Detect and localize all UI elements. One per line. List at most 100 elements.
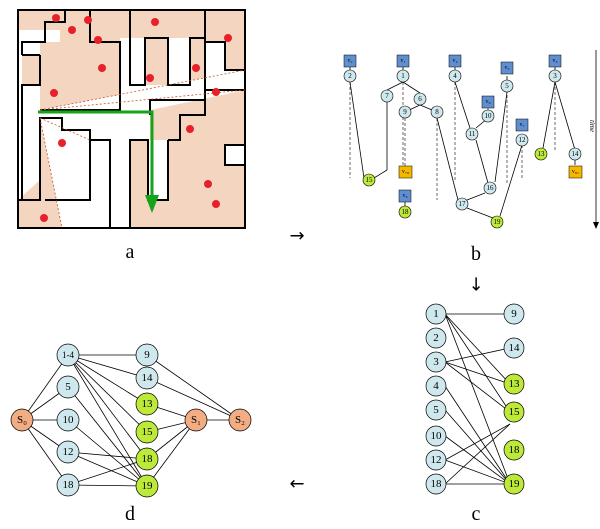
col1-node: 10 <box>56 408 80 432</box>
edge <box>67 451 148 487</box>
edge <box>67 354 148 460</box>
robot-square <box>500 61 514 75</box>
col2-node: 19 <box>135 474 159 498</box>
col2-node: 18 <box>135 447 159 471</box>
edge <box>444 385 511 485</box>
svg-text:S₁: S₁ <box>191 414 201 426</box>
col2-node: 14 <box>135 366 159 390</box>
arrow-a-to-b: → <box>289 226 304 247</box>
timeline-node: 11 <box>465 127 479 141</box>
col2-node: 13 <box>135 392 159 416</box>
left-node: 18 <box>425 473 447 495</box>
green-path <box>38 110 154 200</box>
edge <box>444 313 511 413</box>
svg-text:9: 9 <box>403 108 407 116</box>
left-node: 4 <box>425 375 447 397</box>
svg-text:4: 4 <box>433 380 439 392</box>
svg-text:11: 11 <box>469 130 476 138</box>
timeline-node: 5 <box>500 79 514 93</box>
solid-edges <box>349 62 576 219</box>
edge <box>21 419 69 486</box>
col1-node: 5 <box>56 375 80 399</box>
edge <box>146 354 241 421</box>
robot-label: v₁ <box>400 58 405 64</box>
timeline-node: 13 <box>534 147 548 161</box>
edge <box>67 354 148 379</box>
panel-c-edges <box>444 313 511 485</box>
target-dot <box>186 125 194 133</box>
edge <box>444 423 511 461</box>
edge <box>436 117 459 201</box>
svg-text:18: 18 <box>509 444 521 456</box>
edge <box>444 361 511 385</box>
panel-b-timeline: time v₂ v₁ v₄ v₅ v₃ v₆ v₇ v₈ <box>343 50 599 265</box>
svg-text:13: 13 <box>538 150 546 158</box>
dashed-lines <box>349 82 556 200</box>
yellow-label: v₇₈ <box>402 169 409 175</box>
left-node: 5 <box>425 399 447 421</box>
svg-text:10: 10 <box>431 430 443 442</box>
edge <box>146 377 241 421</box>
svg-text:1: 1 <box>401 72 405 80</box>
robot-squares: v₂ v₁ v₄ v₅ v₃ v₆ v₇ v₈ <box>343 54 562 203</box>
svg-text:2: 2 <box>348 72 352 80</box>
panel-a-label: a <box>126 241 135 263</box>
edge <box>444 313 511 485</box>
edge <box>402 81 421 94</box>
view-line-4 <box>39 117 91 141</box>
edge <box>475 139 489 184</box>
robot-square <box>343 54 357 68</box>
svg-text:9: 9 <box>144 349 150 361</box>
svg-text:12: 12 <box>431 454 442 466</box>
robot-label: v₇ <box>519 122 524 128</box>
edge <box>444 435 511 485</box>
edge <box>349 81 365 179</box>
col1-node: 12 <box>56 440 80 464</box>
timeline-node: 18 <box>398 205 412 219</box>
timeline-node: 14 <box>568 147 582 161</box>
robot-square <box>448 54 462 68</box>
target-dot <box>192 64 200 72</box>
col1-node: 18 <box>56 473 80 497</box>
svg-text:S₀: S₀ <box>17 414 27 426</box>
svg-text:15: 15 <box>509 406 521 418</box>
timeline-node: 6 <box>413 92 427 106</box>
robot-square <box>481 95 495 109</box>
left-node: 3 <box>425 351 447 373</box>
col2-node: 9 <box>135 343 159 367</box>
target-dot <box>58 139 66 147</box>
svg-text:19: 19 <box>142 480 154 492</box>
robot-label: v₆ <box>485 99 490 105</box>
robot-label: v₂ <box>347 58 352 64</box>
yellow-label: v₈₁ <box>572 169 579 175</box>
edge <box>494 91 508 183</box>
edge <box>444 361 511 413</box>
svg-text:14: 14 <box>142 372 154 384</box>
target-dot <box>151 18 159 26</box>
svg-text:8: 8 <box>435 108 439 116</box>
robot-label: v₅ <box>504 65 509 71</box>
timeline-node: 17 <box>455 197 469 211</box>
map-border <box>17 9 246 229</box>
svg-text:15: 15 <box>142 426 154 438</box>
svg-text:10: 10 <box>485 112 493 120</box>
svg-text:19: 19 <box>494 218 502 226</box>
timeline-node: 9 <box>398 105 412 119</box>
svg-text:14: 14 <box>572 150 580 158</box>
edge <box>67 451 148 460</box>
right-node: 14 <box>503 337 525 359</box>
robot-square <box>396 54 410 68</box>
panel-c-left-nodes: 1 2 3 4 5 10 12 18 <box>425 303 447 495</box>
edge <box>67 354 148 405</box>
view-line-1 <box>39 69 246 111</box>
edge <box>554 81 576 151</box>
svg-text:13: 13 <box>142 398 154 410</box>
svg-text:3: 3 <box>433 356 439 368</box>
edge <box>466 207 494 219</box>
target-dot <box>94 36 102 44</box>
timeline-node: 19 <box>490 215 504 229</box>
target-dot <box>52 14 60 22</box>
col1-node: 1-4 <box>56 343 80 367</box>
green-arrowhead <box>145 195 159 213</box>
